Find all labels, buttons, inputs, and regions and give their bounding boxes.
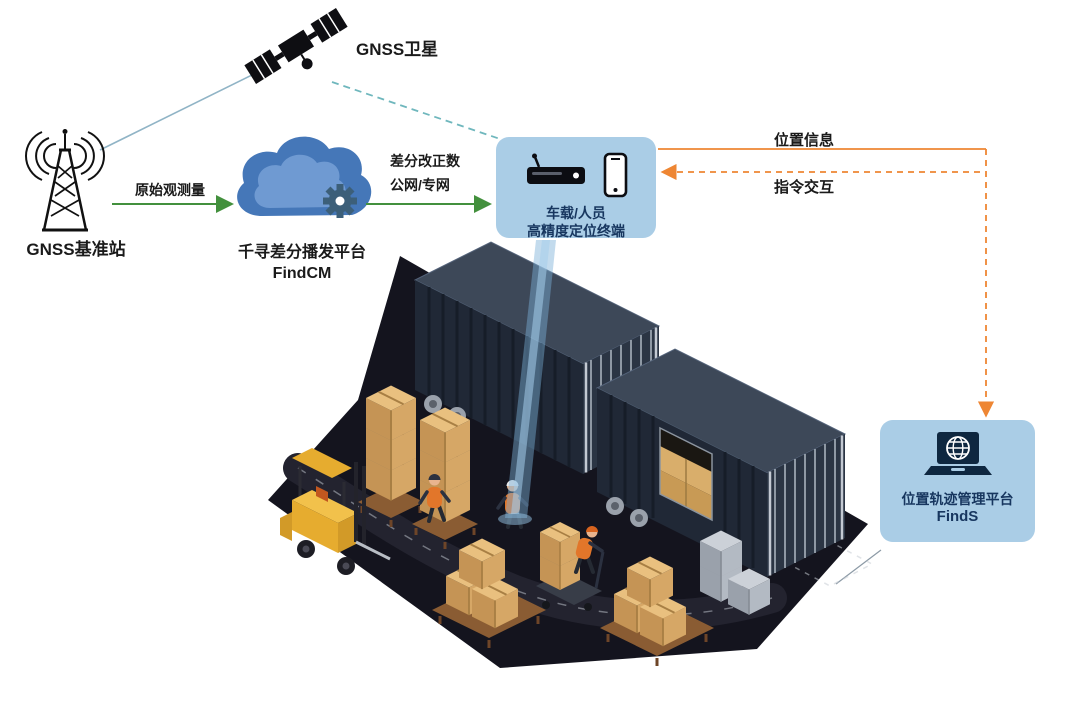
- finds-label-2: FindS: [936, 508, 979, 525]
- raw-observation-label: 原始观测量: [135, 182, 205, 198]
- position-info-label: 位置信息: [773, 132, 834, 149]
- receiver-icon: [526, 153, 585, 184]
- worker-1: [418, 474, 451, 523]
- cloud-platform-icon: [237, 136, 372, 218]
- satellite-to-base-link: [99, 71, 259, 151]
- correction-label-1: 差分改正数: [390, 153, 460, 169]
- parking-marking: [764, 529, 874, 587]
- gear-icon: [323, 184, 357, 218]
- command-interaction-label: 指令交互: [773, 179, 834, 196]
- correction-label-2: 公网/专网: [390, 177, 450, 193]
- finds-card: 位置轨迹管理平台 FindS: [880, 420, 1035, 542]
- satellite-label: GNSS卫星: [356, 40, 439, 59]
- pallet-jack: [536, 521, 605, 611]
- container-2: [595, 348, 847, 577]
- worker-3: [574, 526, 604, 574]
- phone-icon: [603, 152, 627, 198]
- cloud-platform-name: 千寻差分播发平台: [237, 244, 366, 261]
- terminal-label-2: 高精度定位终端: [527, 223, 625, 239]
- base-station-icon: [25, 129, 105, 232]
- warehouse-scene: [268, 241, 874, 668]
- terminal-label-1: 车载/人员: [546, 205, 606, 221]
- terminal-card: 车载/人员 高精度定位终端: [496, 137, 656, 239]
- satellite-to-terminal-link: [331, 81, 507, 142]
- cloud-product-name: FindCM: [272, 265, 332, 282]
- gnss-satellite-icon: [244, 8, 348, 84]
- forklift-icon: [280, 448, 391, 575]
- finds-pointer-line: [835, 549, 882, 585]
- cloud-label: 千寻差分播发平台 FindCM: [212, 242, 392, 284]
- base-station-label: GNSS基准站: [26, 240, 126, 259]
- finds-label-1: 位置轨迹管理平台: [901, 491, 1014, 507]
- positioning-beam: [498, 240, 556, 525]
- floor-pallet-2: [600, 555, 714, 666]
- floor-pallet-1: [432, 537, 546, 648]
- laptop-globe-icon: [923, 432, 992, 475]
- container-open-door: [659, 426, 713, 522]
